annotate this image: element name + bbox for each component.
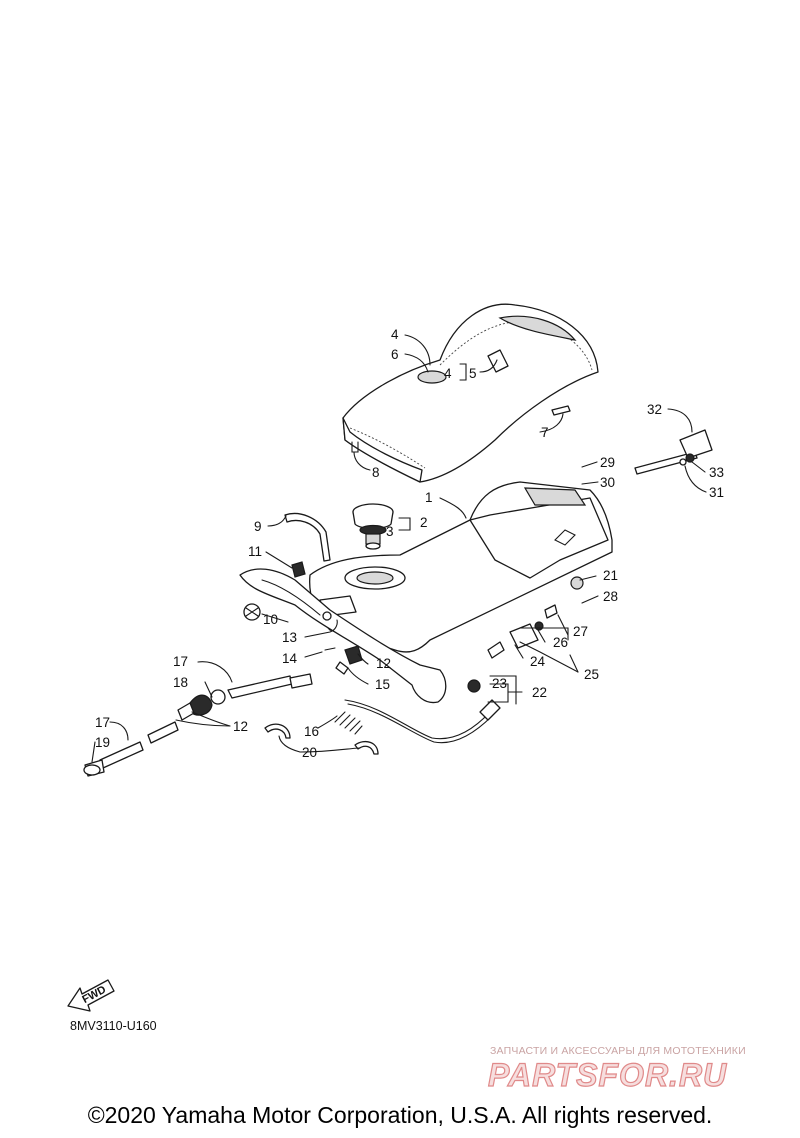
callout-16: 16	[304, 724, 319, 739]
bracket-marks	[489, 627, 569, 705]
callout-33: 33	[709, 465, 724, 480]
callout-4: 4	[391, 327, 399, 342]
breather-hose	[284, 512, 331, 562]
diagram-code: 8MV3110-U160	[70, 1019, 157, 1033]
callout-32: 32	[647, 402, 662, 417]
callout-11: 11	[248, 544, 262, 559]
fwd-arrow: FWD	[67, 979, 115, 1012]
grommet-11	[291, 561, 306, 578]
watermark-tagline: ЗАПЧАСТИ И АКСЕССУАРЫ ДЛЯ МОТОТЕХНИКИ	[490, 1045, 746, 1057]
seat	[342, 303, 599, 483]
copyright-notice: ©2020 Yamaha Motor Corporation, U.S.A. A…	[87, 1102, 713, 1128]
callout-23: 23	[492, 676, 507, 691]
clip-20	[264, 723, 379, 755]
callout-27: 27	[573, 624, 588, 639]
callout-24: 24	[530, 654, 546, 669]
switch-assembly	[634, 429, 713, 475]
callout-12: 12	[376, 656, 391, 671]
callout-17: 17	[173, 654, 188, 669]
callout-14: 14	[282, 651, 298, 666]
callout-13: 13	[282, 630, 297, 645]
fuel-tank	[239, 481, 613, 704]
callout-29: 29	[600, 455, 615, 470]
callout-31: 31	[709, 485, 724, 500]
fuel-line-lower	[83, 721, 179, 777]
callout-19: 19	[95, 735, 110, 750]
callout-1: 1	[425, 490, 433, 505]
callout-18: 18	[173, 675, 188, 690]
callout-26: 26	[553, 635, 568, 650]
fuel-line-upper	[177, 673, 313, 721]
callout-5: 5	[469, 366, 477, 381]
spring-16	[334, 711, 363, 735]
watermark-logo: PARTSFOR.RU	[487, 1056, 728, 1093]
callout-25: 25	[584, 667, 599, 682]
callout-12b: 12	[233, 719, 248, 734]
callout-10: 10	[263, 612, 278, 627]
fuel-cap	[352, 503, 394, 550]
drain-cap-10	[243, 603, 261, 621]
callout-2: 2	[420, 515, 428, 530]
seat-emblem	[417, 370, 447, 384]
callout-3: 3	[386, 524, 394, 539]
callout-8: 8	[372, 465, 380, 480]
leader-lines	[91, 334, 707, 763]
callout-numbers: 4 6 4 5 7 8 1 2 3 9 11 10 13 14 12 15 17…	[95, 327, 724, 760]
callout-9: 9	[254, 519, 262, 534]
callout-4b: 4	[444, 366, 452, 381]
callout-7: 7	[541, 425, 549, 440]
callout-22: 22	[532, 685, 547, 700]
callout-20: 20	[302, 745, 317, 760]
fwd-label: FWD	[80, 984, 108, 1006]
callout-21: 21	[603, 568, 618, 583]
callout-28: 28	[603, 589, 618, 604]
callout-17b: 17	[95, 715, 110, 730]
callout-30: 30	[600, 475, 615, 490]
callout-15: 15	[375, 677, 390, 692]
seat-hook	[551, 405, 571, 416]
fuel-cock	[324, 645, 363, 675]
callout-6: 6	[391, 347, 399, 362]
